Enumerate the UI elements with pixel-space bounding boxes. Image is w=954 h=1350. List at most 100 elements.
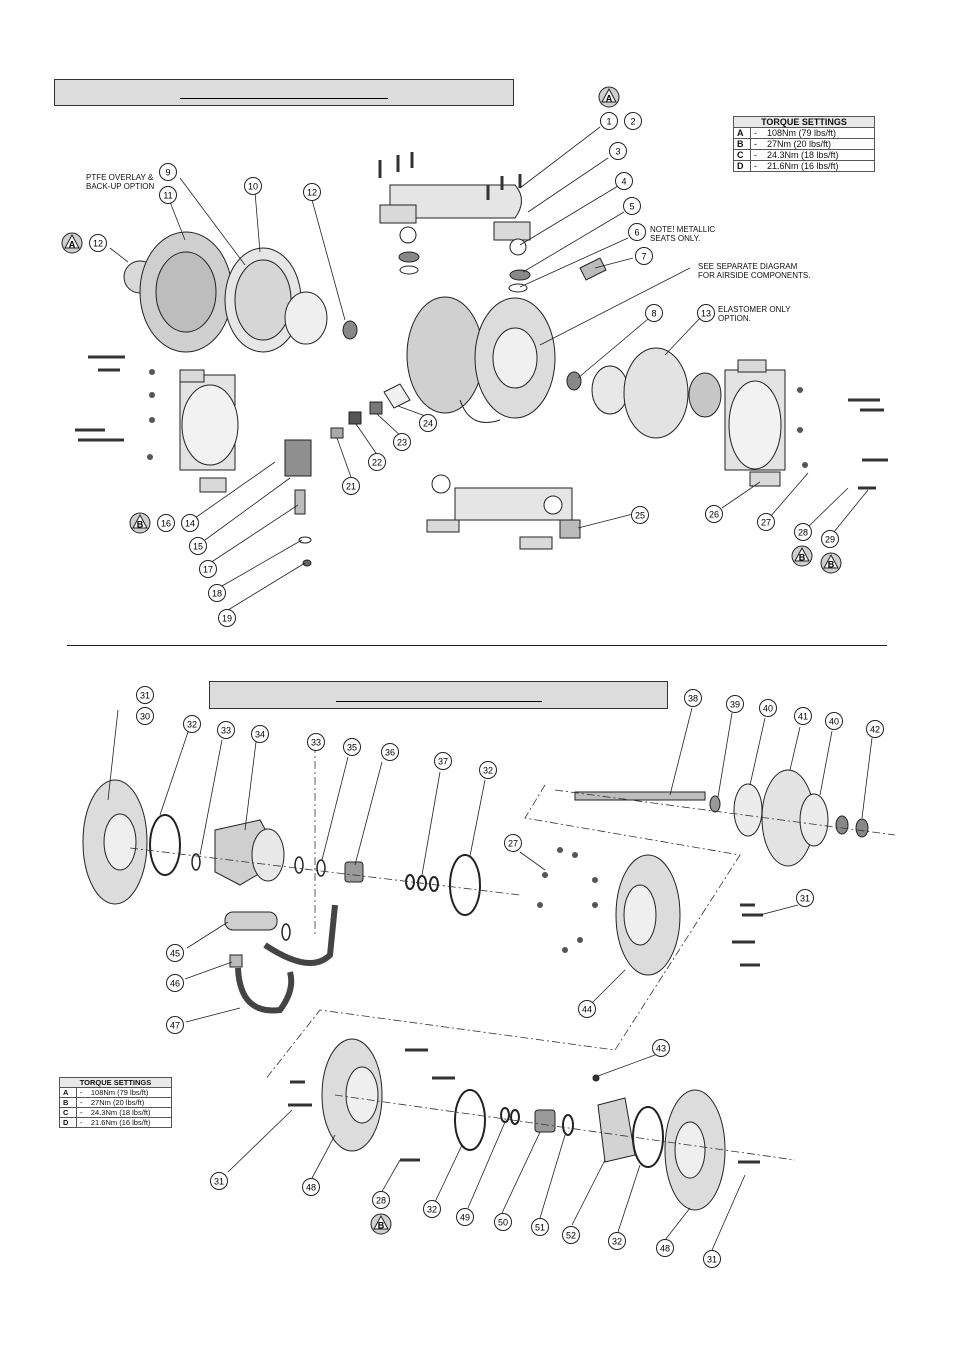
callout-42: 42: [866, 720, 884, 738]
callout-23: 23: [393, 433, 411, 451]
callout-15: 15: [189, 537, 207, 555]
callout-5: 5: [623, 197, 641, 215]
callout-39: 39: [726, 695, 744, 713]
top-section-header: [54, 79, 514, 106]
backup-diaphragm-10: [284, 291, 328, 345]
o-ring-32-b: [449, 854, 481, 916]
header-underline: [180, 98, 388, 99]
callout-32: 32: [608, 1232, 626, 1250]
svg-text:1: 1: [606, 117, 611, 127]
callout-32: 32: [183, 715, 201, 733]
o-ring-18: [298, 536, 312, 544]
pipe-45: [224, 911, 278, 931]
callout-6: 6: [628, 223, 646, 241]
callout-12: 12: [89, 234, 107, 252]
svg-text:12: 12: [93, 239, 103, 249]
svg-text:26: 26: [709, 510, 719, 520]
svg-text:10: 10: [248, 182, 258, 192]
svg-text:31: 31: [800, 894, 810, 904]
callout-7: 7: [635, 247, 653, 265]
callout-40: 40: [759, 699, 777, 717]
callout-12: 12: [303, 183, 321, 201]
svg-text:31: 31: [707, 1255, 717, 1265]
callout-34: 34: [251, 725, 269, 743]
callout-50: 50: [494, 1213, 512, 1231]
callout-48: 48: [302, 1178, 320, 1196]
block-52: [597, 1097, 636, 1163]
air-valve-housing-left: [406, 296, 484, 414]
svg-text:31: 31: [214, 1177, 224, 1187]
block-21: [330, 427, 344, 439]
svg-text:32: 32: [427, 1205, 437, 1215]
callout-29: 29: [821, 530, 839, 548]
svg-text:32: 32: [483, 766, 493, 776]
svg-text:39: 39: [730, 700, 740, 710]
svg-text:37: 37: [438, 757, 448, 767]
svg-text:6: 6: [634, 228, 639, 238]
o-ring-near-45: [281, 923, 291, 941]
svg-text:9: 9: [165, 168, 170, 178]
svg-text:B: B: [378, 1221, 385, 1231]
seat-5: [509, 269, 531, 281]
svg-text:33: 33: [221, 726, 231, 736]
torque-row: D-21.6Nm (16 lbs/ft): [59, 1117, 172, 1128]
o-ring-32-c: [454, 1089, 486, 1151]
torque-marker-a: A: [61, 232, 83, 254]
axis-lines: [129, 745, 896, 1161]
o-ring-51: [562, 1114, 574, 1136]
leader-lines: [107, 126, 873, 1251]
svg-text:48: 48: [306, 1183, 316, 1193]
callout-21: 21: [342, 477, 360, 495]
valve-body-16: [284, 439, 312, 477]
ball-lower-left: [431, 474, 451, 494]
manifold-flange-left: [379, 204, 417, 224]
inner-plate-9: [342, 320, 358, 340]
callout-52: 52: [562, 1226, 580, 1244]
svg-text:41: 41: [798, 712, 808, 722]
foot-right: [519, 536, 553, 550]
svg-text:28: 28: [798, 528, 808, 538]
callout-40: 40: [825, 712, 843, 730]
svg-text:30: 30: [140, 712, 150, 722]
gasket-22: [348, 411, 362, 425]
note-metallic-seats: NOTE! METALLIC SEATS ONLY.: [650, 225, 716, 243]
torque-row: C-24.3Nm (18 lbs/ft): [733, 149, 875, 161]
o-ring-35: [316, 859, 326, 877]
liquid-chamber-right-bore: [728, 380, 782, 470]
torque-row: D-21.6Nm (16 lbs/ft): [733, 160, 875, 172]
svg-text:25: 25: [635, 511, 645, 521]
o-ring-33-a: [191, 853, 201, 871]
chamber-flange-bottom: [199, 477, 227, 493]
callout-2: 2: [624, 112, 642, 130]
torque-marker-a: A: [598, 86, 620, 108]
torque-settings-table-bottom: TORQUE SETTINGS A-108Nm (79 lbs/ft) B-27…: [59, 1077, 172, 1128]
svg-text:42: 42: [870, 725, 880, 735]
callout-28: 28: [372, 1191, 390, 1209]
svg-text:43: 43: [656, 1044, 666, 1054]
ball-3: [509, 238, 527, 256]
torque-marker-b: B: [370, 1213, 392, 1235]
spool-36: [344, 861, 364, 883]
svg-text:27: 27: [761, 518, 771, 528]
torque-settings-table-top: TORQUE SETTINGS A-108Nm (79 lbs/ft) B-27…: [733, 116, 875, 172]
o-ring-32-d: [632, 1106, 664, 1168]
callout-10: 10: [244, 177, 262, 195]
svg-text:13: 13: [701, 309, 711, 319]
svg-text:49: 49: [460, 1213, 470, 1223]
note-elastomer-only: ELASTOMER ONLY OPTION.: [718, 305, 791, 323]
callout-28: 28: [794, 523, 812, 541]
svg-text:47: 47: [170, 1021, 180, 1031]
callout-49: 49: [456, 1208, 474, 1226]
svg-text:15: 15: [193, 542, 203, 552]
inlet-port: [559, 519, 581, 539]
svg-text:17: 17: [203, 565, 213, 575]
o-ring-49-b: [510, 1109, 520, 1125]
o-ring-33-b: [294, 856, 304, 874]
svg-text:24: 24: [423, 419, 433, 429]
o-ring-upper: [399, 265, 419, 275]
callout-47: 47: [166, 1016, 184, 1034]
callout-16: 16: [157, 514, 175, 532]
svg-text:18: 18: [212, 589, 222, 599]
